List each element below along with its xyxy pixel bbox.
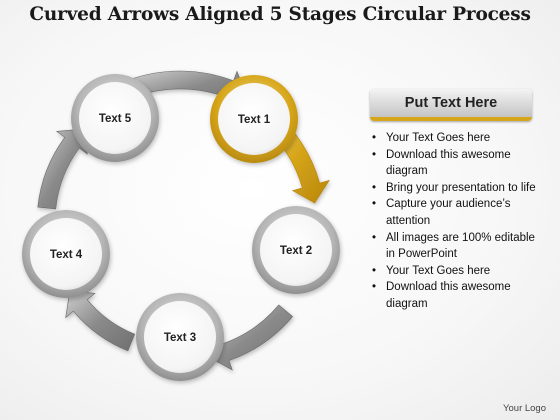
bullet-item: Download this awesome diagram (370, 279, 540, 312)
bullet-item: Bring your presentation to life (370, 180, 540, 197)
bullet-item: Your Text Goes here (370, 130, 540, 147)
curved-arrow-3-to-4 (65, 290, 136, 352)
stage-label-4: Text 4 (50, 249, 83, 261)
stage-label-3: Text 3 (164, 332, 196, 344)
stage-node-1: Text 1 (210, 75, 298, 163)
stage-node-2: Text 2 (252, 206, 340, 294)
logo-text: Your Logo (503, 403, 546, 414)
bullet-item: Capture your audience’s attention (370, 196, 540, 229)
slide-title: Curved Arrows Aligned 5 Stages Circular … (29, 4, 531, 25)
stage-label-1: Text 1 (238, 114, 271, 126)
bullet-item: All images are 100% editable in PowerPoi… (370, 230, 540, 263)
stage-node-4: Text 4 (22, 210, 110, 298)
bullet-item: Your Text Goes here (370, 263, 540, 280)
stage-node-3: Text 3 (136, 293, 224, 381)
bullet-list: Your Text Goes here Download this awesom… (370, 130, 540, 313)
stage-node-5: Text 5 (71, 74, 159, 162)
stage-label-5: Text 5 (99, 113, 132, 125)
stage-label-2: Text 2 (280, 245, 312, 257)
panel-header: Put Text Here (370, 89, 532, 121)
bullet-item: Download this awesome diagram (370, 147, 540, 180)
